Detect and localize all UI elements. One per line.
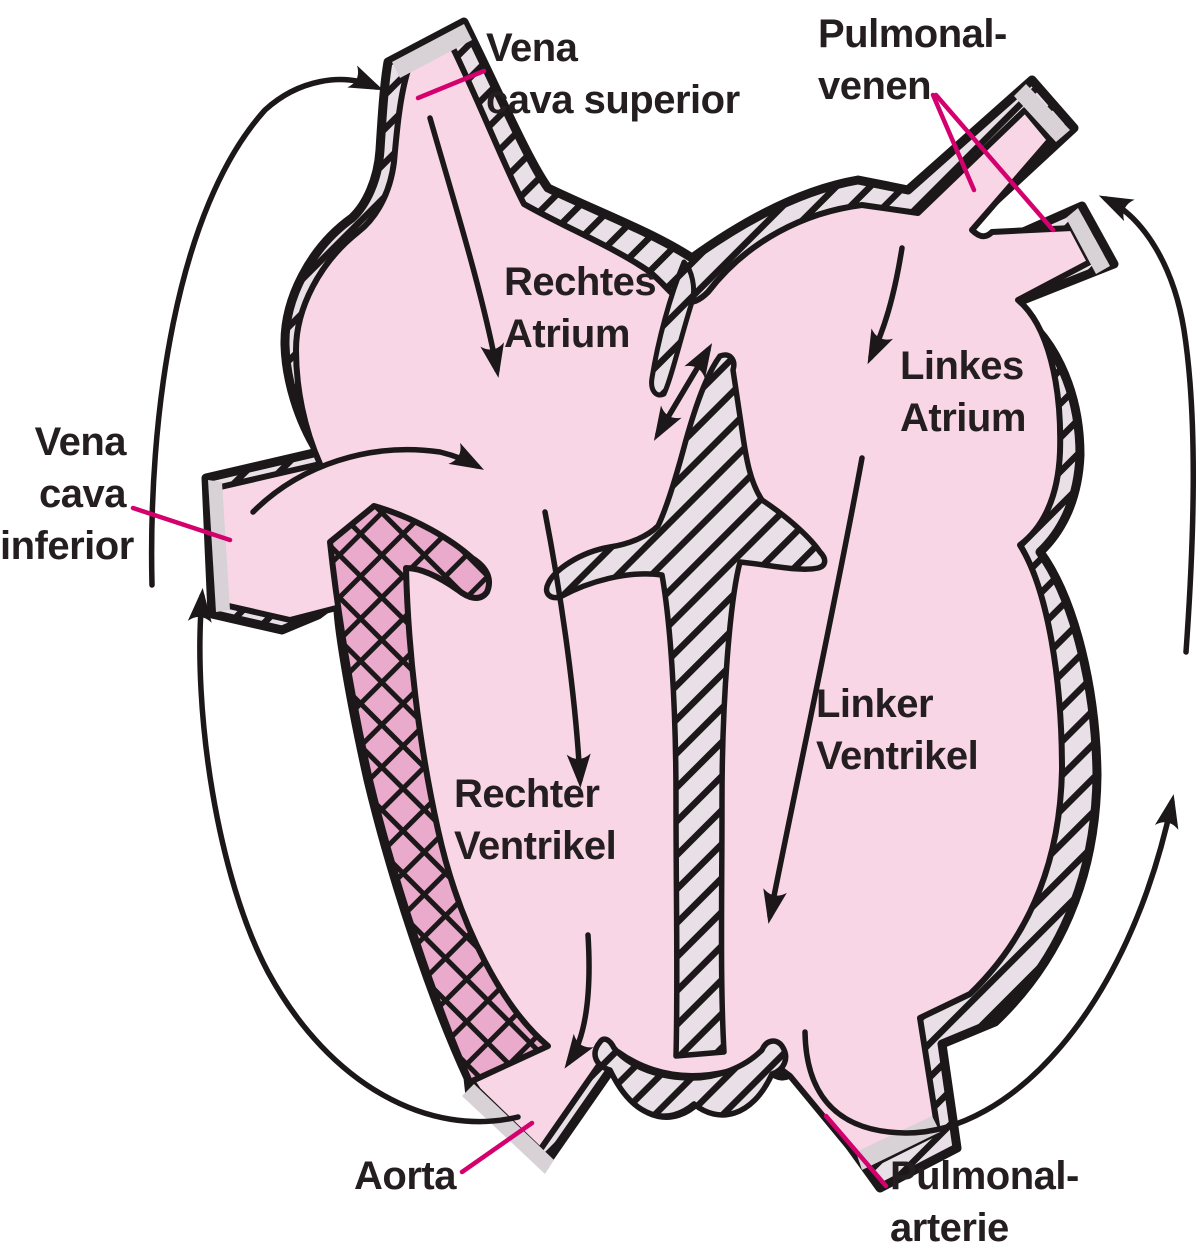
lung-to-pulmonalvenen-arc-arrow	[1098, 195, 1196, 655]
vcs-leader-line	[415, 68, 487, 101]
label-line: inferior	[0, 524, 134, 568]
label-line: Aorta	[354, 1154, 456, 1198]
label-line: Rechter	[454, 772, 600, 816]
vci-leader-line	[130, 505, 233, 543]
vessel-cut-caps	[208, 24, 1110, 1174]
label-line: Linkes	[900, 344, 1024, 388]
ventricular-septum	[543, 352, 828, 1059]
label-rechter-ventrikel: Rechter Ventrikel	[454, 768, 617, 872]
foramen-double-arrow	[653, 343, 713, 441]
label-line: Atrium	[900, 396, 1026, 440]
label-linker-ventrikel: Linker Ventrikel	[816, 678, 979, 782]
crosshatched-muscle-band	[327, 503, 551, 1085]
label-line: cava superior	[486, 78, 740, 122]
label-vena-cava-inferior: Vena cava inferior	[0, 416, 134, 572]
label-line: Pulmonal-	[818, 12, 1007, 56]
pulmonalvenen-leader-line-1	[930, 92, 977, 193]
body-to-vcs-arc-arrow	[148, 65, 384, 588]
vcs-into-right-atrium-arrow	[427, 115, 504, 378]
pulmonary-vein-2-cut	[1066, 208, 1110, 274]
pulmonary-vein-1-cut	[1014, 84, 1070, 142]
label-line: cava	[39, 472, 126, 516]
label-rechtes-atrium: Rechtes Atrium	[504, 256, 657, 360]
label-line: Pulmonal-	[890, 1154, 1079, 1198]
label-pulmonalarterie: Pulmonal- arterie	[890, 1150, 1079, 1254]
vena-cava-inferior-cut	[208, 480, 230, 612]
vena-cava-superior-cut	[392, 24, 472, 78]
label-line: Vena	[34, 420, 127, 464]
right-ventricle-to-aorta-arrow	[564, 932, 594, 1069]
label-line: arterie	[890, 1206, 1009, 1250]
pulmonalarterie-leader-line	[823, 1113, 889, 1189]
label-line: Linker	[816, 682, 934, 726]
label-aorta: Aorta	[354, 1150, 456, 1202]
aorta-leader-line	[459, 1120, 535, 1175]
right-atrium-to-ventricle-arrow	[542, 509, 591, 788]
pulmonalarterie-cut	[856, 1116, 940, 1170]
label-line: venen	[818, 64, 932, 108]
label-line: Ventrikel	[816, 734, 979, 778]
vci-into-right-atrium-arrow	[250, 442, 484, 515]
aorta-cut	[462, 1084, 554, 1174]
left-atrium-to-ventricle-arrow	[763, 455, 865, 924]
label-vena-cava-superior: Vena cava superior	[486, 22, 740, 126]
label-leader-lines	[130, 68, 1056, 1189]
label-line: Rechtes	[504, 260, 657, 304]
septum-base-slab	[592, 1036, 789, 1119]
label-linkes-atrium: Linkes Atrium	[900, 340, 1026, 444]
pulmonalarterie-to-lung-arc-arrow	[802, 794, 1179, 1136]
pulmonalvenen-into-left-atrium-arrow	[867, 245, 905, 365]
label-line: Vena	[486, 26, 578, 70]
label-pulmonalvenen: Pulmonal- venen	[818, 8, 1007, 112]
flow-arrows	[148, 65, 1196, 1136]
label-line: Ventrikel	[454, 824, 617, 868]
label-line: Atrium	[504, 312, 630, 356]
aorta-to-vci-arc-arrow	[187, 588, 521, 1125]
pulmonalvenen-leader-line-2	[933, 92, 1056, 233]
